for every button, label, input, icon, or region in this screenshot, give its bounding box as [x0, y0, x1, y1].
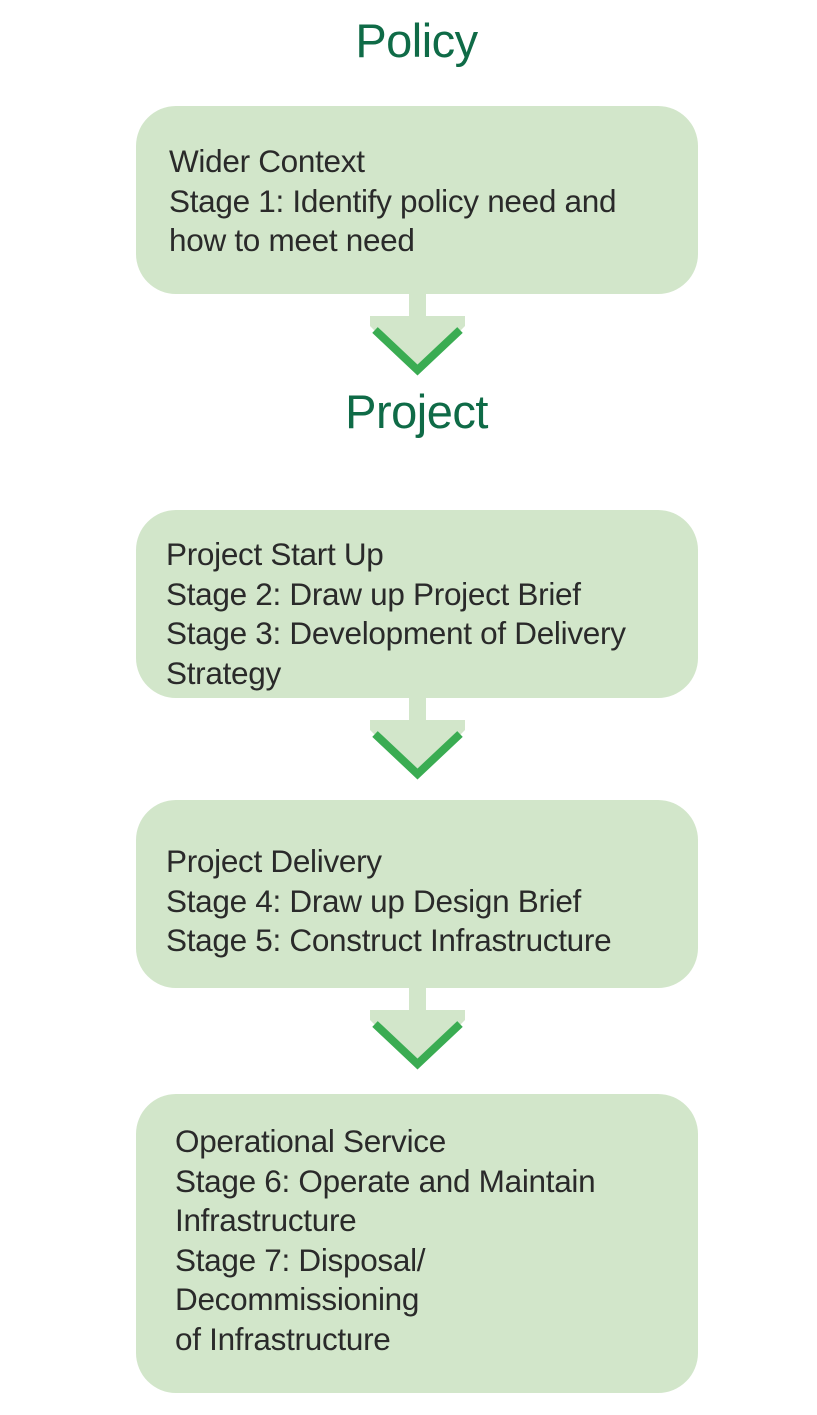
stage-box-line: Stage 6: Operate and Maintain — [175, 1162, 596, 1199]
stage-box-line: how to meet need — [169, 222, 415, 258]
stage-box-wider-context: Wider Context Stage 1: Identify policy n… — [136, 106, 698, 294]
policy-heading: Policy — [355, 14, 478, 67]
project-heading: Project — [345, 385, 488, 438]
down-arrow-icon — [370, 698, 465, 780]
stage-box-text: Project Start Up Stage 2: Draw up Projec… — [136, 535, 698, 693]
stage-box-project-delivery: Project Delivery Stage 4: Draw up Design… — [136, 800, 698, 988]
down-arrow-icon — [370, 988, 465, 1070]
stage-box-line: Stage 1: Identify policy need and — [169, 182, 617, 219]
stage-box-title: Project Start Up — [166, 536, 384, 572]
stage-box-title: Wider Context — [169, 143, 365, 179]
stage-box-title: Operational Service — [175, 1123, 446, 1159]
stage-box-line: Decommissioning — [175, 1281, 420, 1317]
stage-box-line: Stage 4: Draw up Design Brief — [166, 882, 582, 919]
stage-box-line: Stage 7: Disposal/ — [175, 1241, 426, 1278]
stage-box-line: Stage 2: Draw up Project Brief — [166, 575, 581, 612]
stage-box-text: Wider Context Stage 1: Identify policy n… — [136, 142, 698, 261]
stage-box-line: Stage 5: Construct Infrastructure — [166, 922, 612, 958]
stage-box-line: Strategy — [166, 654, 281, 691]
down-arrow-icon — [370, 294, 465, 376]
stage-box-line: of Infrastructure — [175, 1320, 391, 1357]
stage-box-line: Infrastructure — [175, 1202, 357, 1238]
stage-box-text: Operational Service Stage 6: Operate and… — [136, 1122, 698, 1359]
stage-box-project-start-up: Project Start Up Stage 2: Draw up Projec… — [136, 510, 698, 698]
stage-box-line: Stage 3: Development of Delivery — [166, 615, 626, 651]
stage-box-operational-service: Operational Service Stage 6: Operate and… — [136, 1094, 698, 1393]
stage-box-text: Project Delivery Stage 4: Draw up Design… — [136, 842, 698, 961]
stage-box-title: Project Delivery — [166, 843, 382, 879]
